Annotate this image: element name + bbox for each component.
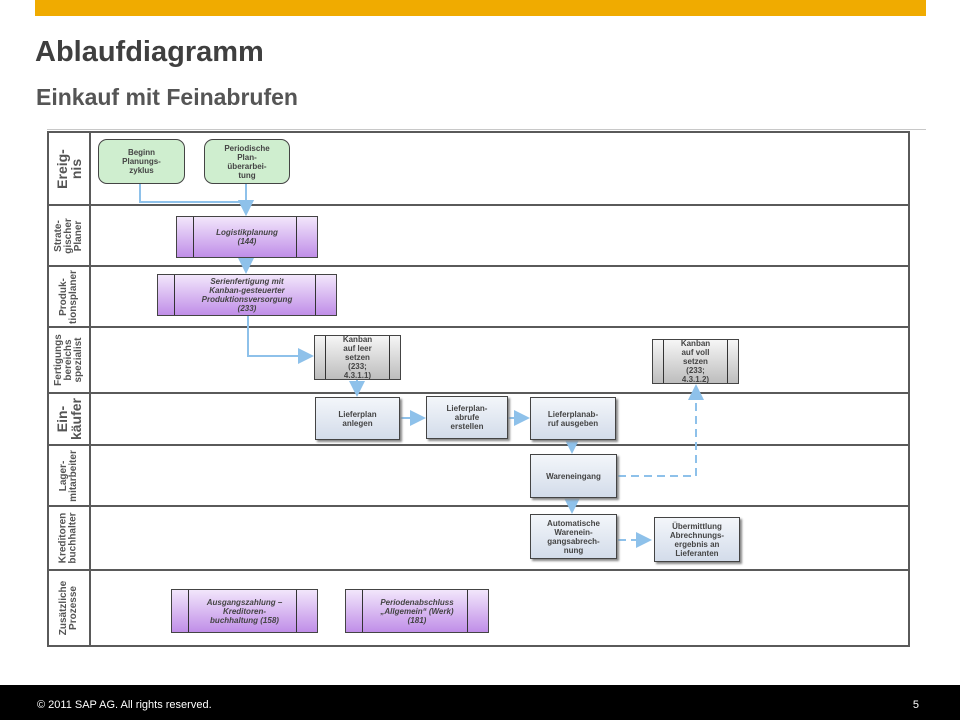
lane-divider — [47, 569, 910, 571]
task-uebermittlung-abrechnungsergebnis[interactable]: Übermittlung Abrechnungs- ergebnis an Li… — [654, 517, 740, 562]
subprocess-ausgangszahlung[interactable]: Ausgangszahlung – Kreditoren- buchhaltun… — [171, 589, 318, 633]
copyright-text: © 2011 SAP AG. All rights reserved. — [37, 699, 212, 711]
lane-divider — [47, 326, 910, 328]
task-lieferplanabrufe-erstellen[interactable]: Lieferplan- abrufe erstellen — [426, 396, 508, 439]
lane-label-divider — [89, 131, 91, 647]
title-divider — [47, 129, 926, 130]
lane-divider — [47, 204, 910, 206]
lane-divider — [47, 505, 910, 507]
task-automatische-wareneingangsabrechnung[interactable]: Automatische Warenein- gangsabrech- nung — [530, 514, 617, 559]
task-kanban-auf-leer-setzen[interactable]: Kanban auf leer setzen (233; 4.3.1.1) — [314, 335, 401, 380]
connector-solid — [139, 184, 254, 216]
event-periodische-planueberarbeitung[interactable]: Periodische Plan- überarbei- tung — [204, 139, 290, 184]
connector-dashed — [618, 384, 704, 477]
lane-divider — [47, 392, 910, 394]
task-kanban-auf-voll-setzen[interactable]: Kanban auf voll setzen (233; 4.3.1.2) — [652, 339, 739, 384]
footer-bar: © 2011 SAP AG. All rights reserved. 5 — [0, 685, 960, 720]
connector-solid — [247, 316, 314, 364]
swimlane-frame — [47, 131, 910, 647]
task-wareneingang[interactable]: Wareneingang — [530, 454, 617, 498]
task-lieferplan-anlegen[interactable]: Lieferplan anlegen — [315, 397, 400, 440]
subprocess-logistikplanung[interactable]: Logistikplanung (144) — [176, 216, 318, 258]
page-number: 5 — [912, 699, 919, 711]
subprocess-periodenabschluss[interactable]: Periodenabschluss „Allgemein“ (Werk) (18… — [345, 589, 489, 633]
page-subtitle: Einkauf mit Feinabrufen — [36, 84, 298, 110]
subprocess-serienfertigung[interactable]: Serienfertigung mit Kanban-gesteuerter P… — [157, 274, 337, 316]
top-accent-bar — [35, 0, 926, 16]
task-lieferplanabruf-ausgeben[interactable]: Lieferplanab- ruf ausgeben — [530, 397, 616, 440]
event-beginn-planungszyklus[interactable]: Beginn Planungs- zyklus — [98, 139, 185, 184]
page-title: Ablaufdiagramm — [35, 36, 264, 68]
lane-divider — [47, 265, 910, 267]
lane-divider — [47, 444, 910, 446]
